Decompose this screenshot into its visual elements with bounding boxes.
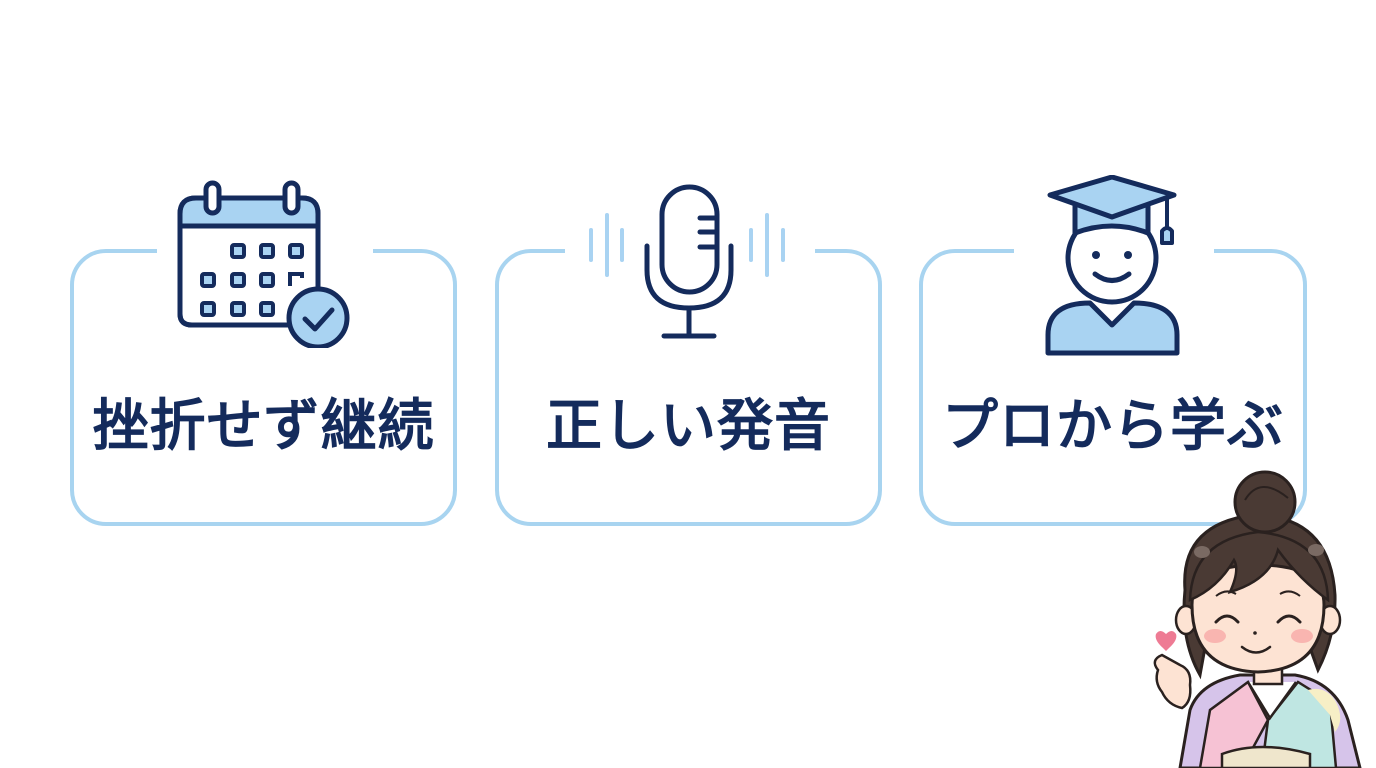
sound-wave-icon: [589, 213, 785, 277]
heart-icon: [1155, 631, 1177, 651]
feature-label-pronunciation: 正しい発音: [546, 394, 831, 459]
calendar-check-icon: [177, 180, 350, 348]
feature-label-continue: 挫折せず継続: [92, 394, 435, 459]
kimono-woman-mascot: [1153, 470, 1362, 768]
feature-card-pronunciation: 正しい発音: [495, 247, 882, 526]
feature-label-learn-from-pros: プロから学ぶ: [942, 394, 1284, 459]
graduate-teacher-icon: [1045, 175, 1180, 356]
microphone-icon: [644, 184, 734, 339]
